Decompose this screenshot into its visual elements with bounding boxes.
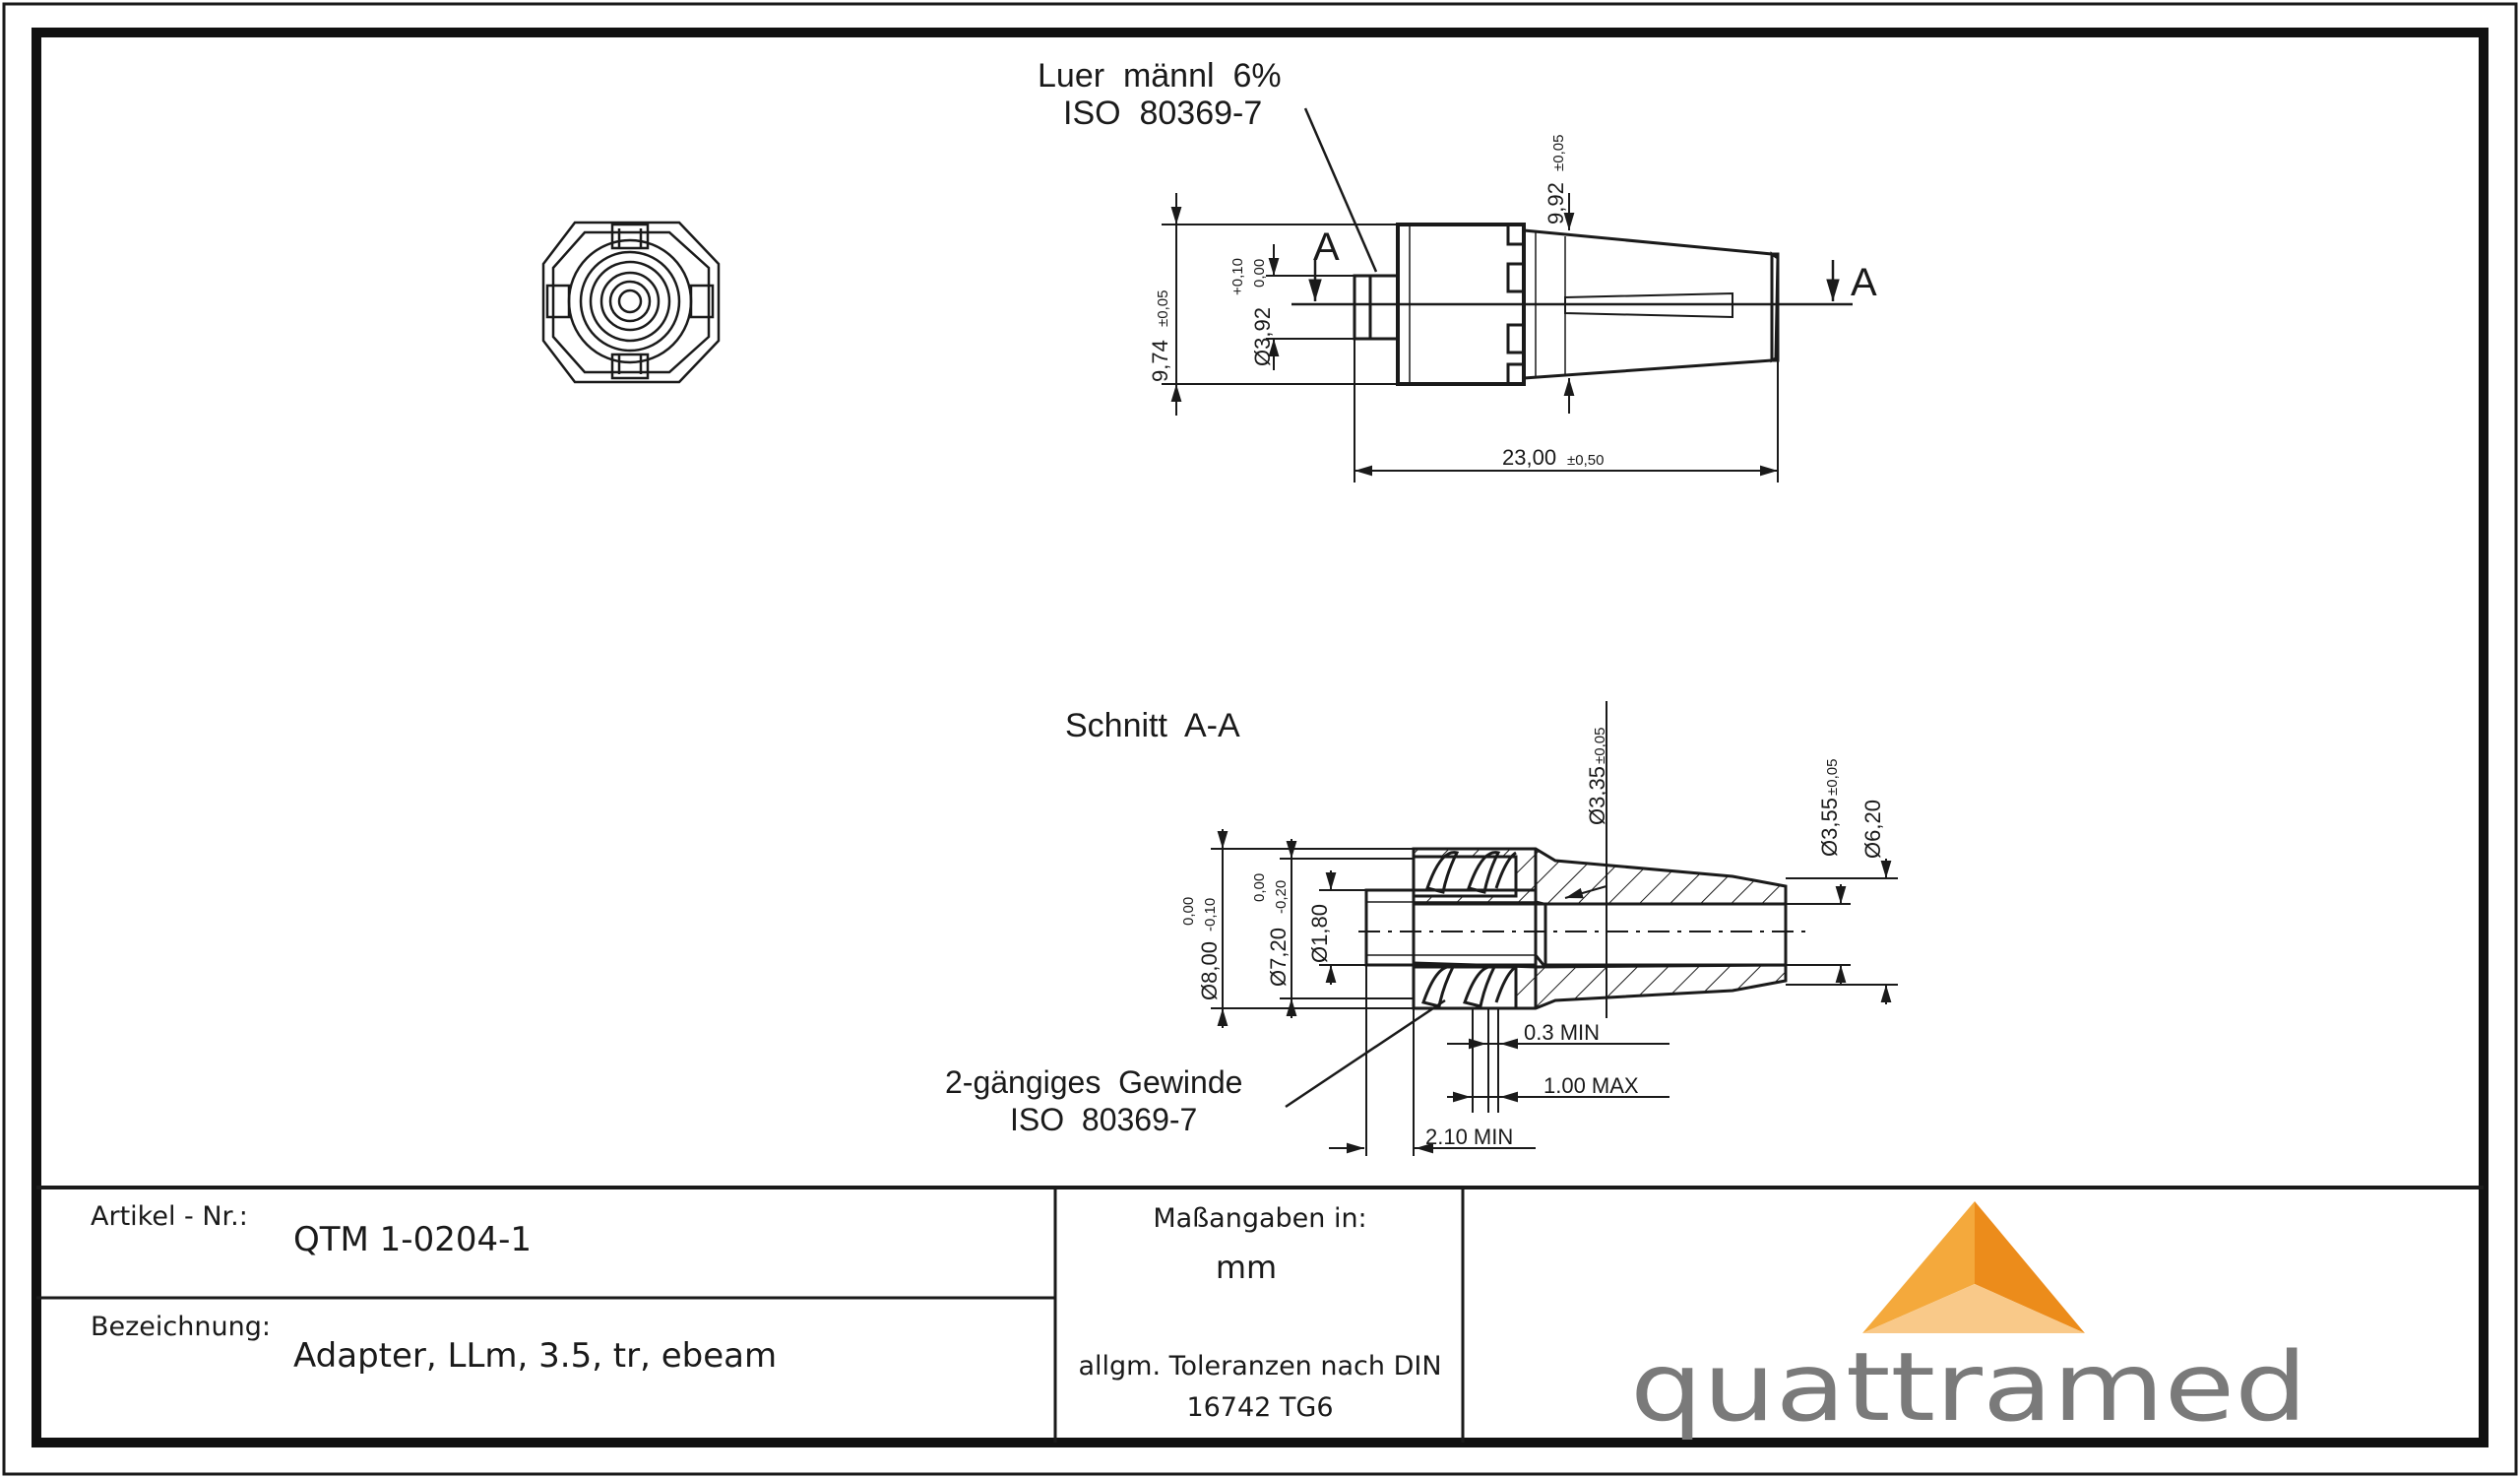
dim-tip-dia: Ø3,92 — [1250, 307, 1275, 366]
dim-right-lines — [1564, 701, 1898, 1018]
section-body — [1412, 847, 1788, 1010]
luer-note-line2: ISO 80369-7 — [1063, 95, 1262, 132]
section-mark-right: A — [1851, 261, 1877, 304]
tolerance-line2: 16742 TG6 — [1186, 1392, 1333, 1423]
designation-value: Adapter, LLm, 3.5, tr, ebeam — [293, 1336, 777, 1376]
thread-note-line1: 2-gängiges Gewinde — [945, 1064, 1242, 1100]
title-block-grid — [36, 1186, 2484, 1443]
dim-tip-lines — [1266, 244, 1354, 370]
units-label: Maßangaben in: — [1153, 1203, 1366, 1234]
dim-bore-large: Ø3,55 — [1817, 798, 1842, 857]
section-arrows — [1308, 260, 1840, 301]
dim-outer-dia: Ø8,00 — [1197, 941, 1222, 1000]
thread-leader — [1285, 998, 1446, 1109]
dim-bore-small: Ø1,80 — [1307, 904, 1332, 963]
dim-length: 23,00 — [1502, 445, 1556, 470]
inner-frame — [32, 28, 2488, 1447]
dim-height: 9,74 — [1148, 340, 1172, 382]
article-label: Artikel - Nr.: — [91, 1201, 248, 1232]
dim-bottom-lines — [1329, 965, 1670, 1156]
dim-min-210: 2.10 MIN — [1425, 1125, 1513, 1149]
top-view-body — [1353, 223, 1780, 386]
dim-body-tol: ±0,05 — [1550, 135, 1567, 171]
thread-note-line2: ISO 80369-7 — [1010, 1102, 1197, 1137]
dim-bore-mid: Ø3,35 — [1585, 766, 1609, 825]
luer-leader — [1303, 107, 1378, 273]
section-title: Schnitt A-A — [1065, 707, 1240, 744]
dim-height-lines — [1162, 193, 1398, 416]
dim-min-03: 0.3 MIN — [1524, 1020, 1600, 1045]
quattramed-logo-pyramid — [1862, 1201, 2085, 1333]
designation-label: Bezeichnung: — [91, 1312, 271, 1342]
units-value: mm — [1216, 1249, 1277, 1286]
dim-height-tol: ±0,05 — [1155, 290, 1171, 327]
dim-outer-tol-lower: -0,10 — [1202, 898, 1219, 932]
section-mark-left: A — [1313, 225, 1340, 269]
dim-max-100: 1.00 MAX — [1544, 1073, 1639, 1098]
dim-thread-tol-lower: -0,20 — [1273, 880, 1290, 914]
dim-outer-lines — [1211, 829, 1414, 1028]
luer-note-line1: Luer männl 6% — [1038, 57, 1282, 95]
dim-thread-tol-upper: 0,00 — [1251, 873, 1268, 902]
article-value: QTM 1-0204-1 — [293, 1220, 532, 1259]
section-threads — [1412, 849, 1538, 1008]
dim-tip-tol-upper: +0,10 — [1229, 258, 1246, 295]
quattramed-logo-text: quattramed — [1630, 1332, 2307, 1443]
dim-length-lines — [1354, 339, 1779, 482]
dim-bore-large-tol: ±0,05 — [1824, 759, 1841, 796]
dim-outer-tol-upper: 0,00 — [1180, 897, 1197, 926]
dim-length-tol: ±0,50 — [1567, 452, 1604, 469]
tolerance-line1: allgm. Toleranzen nach DIN — [1078, 1351, 1441, 1382]
dim-thread-dia: Ø7,20 — [1266, 928, 1291, 987]
dim-tip-tol-lower: 0,00 — [1251, 259, 1268, 288]
dim-bore-mid-tol: ±0,05 — [1592, 728, 1608, 764]
end-view — [541, 221, 721, 384]
dim-outlet: Ø6,20 — [1860, 800, 1885, 859]
dim-body-dia: 9,92 — [1544, 182, 1568, 225]
